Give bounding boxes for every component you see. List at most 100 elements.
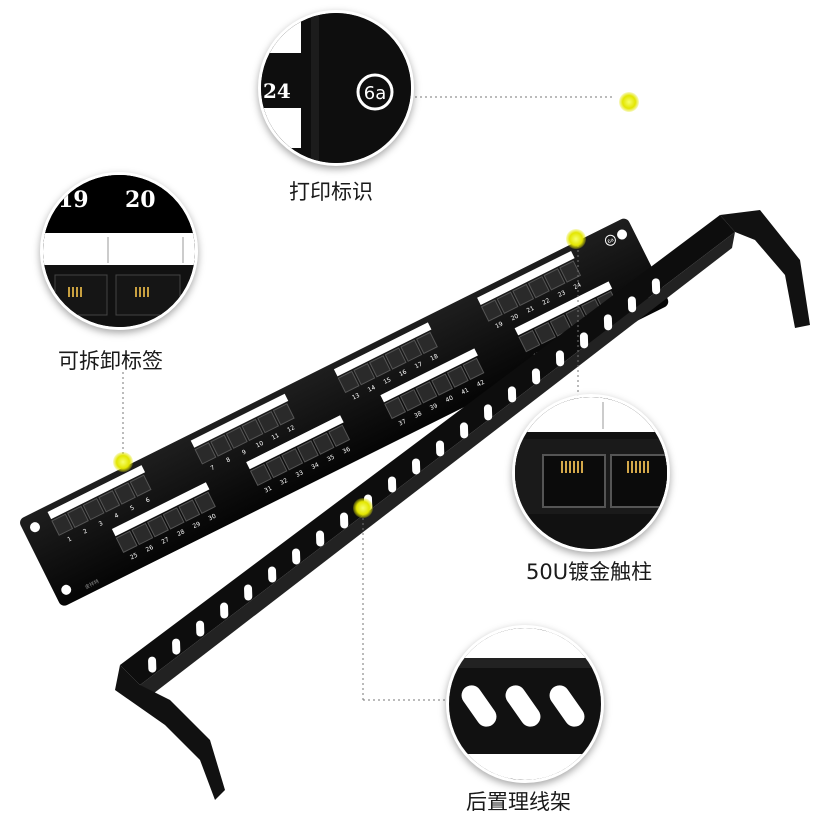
- cable-slot: [411, 458, 421, 475]
- cable-slot: [196, 620, 205, 637]
- port-number: 3: [98, 520, 105, 528]
- port: [82, 497, 105, 521]
- cable-slot: [244, 584, 253, 601]
- zoom-removable-label: 19 20: [40, 172, 198, 330]
- port: [194, 442, 217, 465]
- label-strip: [333, 322, 432, 377]
- port-number: 32: [279, 477, 289, 487]
- port: [415, 381, 438, 404]
- port-number: 42: [476, 379, 486, 389]
- label-strip: [111, 482, 210, 537]
- port-number: 38: [413, 410, 423, 420]
- port: [353, 362, 376, 386]
- cable-slot: [148, 656, 157, 673]
- port-number: 2: [82, 528, 89, 536]
- label-strip: [514, 281, 613, 336]
- port: [147, 515, 169, 538]
- port: [281, 448, 304, 471]
- port: [446, 365, 469, 388]
- port-number: 36: [342, 446, 352, 456]
- port: [543, 268, 566, 291]
- port: [431, 373, 454, 396]
- port: [265, 455, 288, 479]
- highlight-dot-manager: [353, 498, 373, 518]
- port: [559, 260, 582, 283]
- port-number: 9: [241, 448, 248, 456]
- cable-slot: [459, 422, 469, 439]
- port: [400, 339, 423, 362]
- port: [272, 403, 295, 426]
- port-number: 11: [270, 432, 280, 442]
- port-number: 35: [326, 454, 336, 464]
- port: [210, 434, 233, 457]
- port-number: 28: [176, 528, 186, 538]
- label-strip: [246, 415, 344, 470]
- port-number: 12: [286, 424, 296, 434]
- port-number: 30: [207, 513, 217, 523]
- port: [178, 499, 201, 522]
- cable-slot: [292, 548, 301, 565]
- port: [312, 432, 335, 455]
- cat-badge-text: 6a: [607, 237, 615, 245]
- cable-slot: [531, 368, 541, 385]
- port: [527, 275, 550, 299]
- port-number: 20: [510, 313, 520, 323]
- port-number: 8: [225, 456, 232, 464]
- port-number: 25: [129, 552, 139, 562]
- cable-slot: [172, 638, 181, 655]
- cable-slot: [627, 296, 637, 313]
- port: [129, 474, 152, 497]
- port-number: 31: [263, 485, 273, 495]
- cable-slot: [651, 278, 661, 295]
- port: [496, 291, 519, 314]
- cable-slot: [387, 476, 397, 493]
- label-strip: [190, 393, 289, 448]
- port: [131, 522, 154, 546]
- callout-rear-cable-manager: 后置理线架: [466, 790, 571, 814]
- cat-badge-icon: [604, 234, 616, 246]
- port-number: 4: [113, 512, 120, 520]
- port: [51, 513, 74, 536]
- cable-slot: [315, 530, 325, 547]
- port-number: 40: [444, 394, 454, 404]
- port: [337, 370, 360, 394]
- highlight-dot-print: [619, 92, 639, 112]
- port-number: 15: [382, 376, 392, 386]
- port: [225, 426, 248, 449]
- port-number: 37: [398, 418, 408, 428]
- port-number: 1: [66, 535, 73, 543]
- callout-gold-pins: 50U镀金触柱: [526, 560, 653, 584]
- callout-removable-label: 可拆卸标签: [58, 349, 163, 373]
- highlight-dot-pins: [566, 229, 586, 249]
- cable-slot: [579, 332, 589, 349]
- port-number: 23: [557, 289, 567, 299]
- port: [241, 418, 264, 442]
- port: [98, 490, 121, 513]
- label-strip: [47, 465, 146, 520]
- cable-slot: [435, 440, 445, 457]
- patch-panel: 1234562526272829307891011123132333435361…: [20, 218, 669, 606]
- port-number: 7: [210, 464, 217, 472]
- port-number: 21: [526, 305, 536, 315]
- port: [518, 329, 541, 353]
- port-number: 6: [145, 496, 152, 504]
- port: [416, 331, 438, 355]
- port-number: 26: [145, 544, 155, 554]
- port-number: 10: [255, 440, 265, 450]
- port-number: 39: [429, 402, 439, 412]
- port-number: 19: [494, 320, 504, 330]
- zoom-cat6a-text: 6a: [364, 83, 386, 104]
- cable-slot: [603, 314, 613, 331]
- port-number: 29: [192, 520, 202, 530]
- port-number: 18: [429, 353, 439, 363]
- cable-slot: [268, 566, 277, 583]
- port: [296, 440, 319, 463]
- label-strip: [380, 348, 478, 403]
- port: [369, 355, 391, 378]
- port: [249, 463, 272, 487]
- port: [462, 357, 485, 381]
- port: [162, 507, 185, 530]
- label-strip: [477, 250, 575, 305]
